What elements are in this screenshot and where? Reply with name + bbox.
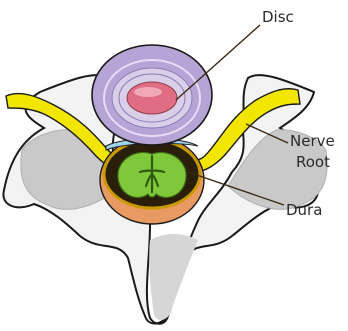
spinous-process-shading xyxy=(149,234,198,320)
disc-label: Disc xyxy=(262,8,294,26)
nerve-root-label-line2: Root xyxy=(296,153,330,171)
disc-nucleus xyxy=(127,82,177,114)
nerve-root-label-line1: Nerve xyxy=(290,132,335,150)
disc-nucleus-highlight xyxy=(134,87,162,97)
dura-label: Dura xyxy=(286,201,322,219)
